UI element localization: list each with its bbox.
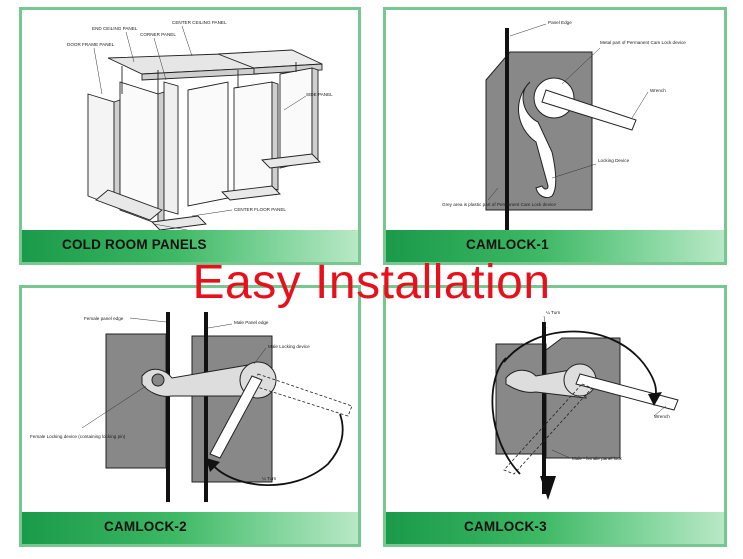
label-center-ceiling: CENTER CEILING PANEL: [172, 20, 227, 25]
label-male-female-lock: Male - female panel lock: [572, 456, 622, 461]
label-wrench: Wrench: [650, 88, 666, 93]
label-male-locking: Male Locking device: [268, 344, 310, 349]
label-corner-panel: CORNER PANEL: [140, 32, 176, 37]
label-quarter-turn: ¼ Turn: [546, 310, 561, 315]
camlock-3-diagram: ¼ Turn Wrench Male - female panel lock: [386, 288, 724, 544]
panel-title: CAMLOCK-2: [104, 519, 187, 534]
label-quarter-turn: ¼ Turn: [262, 476, 277, 481]
label-door-frame: DOOR FRAME PANEL: [67, 42, 115, 47]
panel-footer-bar: CAMLOCK-3: [386, 512, 724, 544]
label-female-locking: Female Locking device (containing lockin…: [30, 434, 126, 439]
cold-room-diagram: CENTER CEILING PANEL END CEILING PANEL C…: [22, 10, 358, 262]
label-end-ceiling: END CEILING PANEL: [92, 26, 138, 31]
label-female-edge: Female panel edge: [84, 316, 124, 321]
label-side-panel: SIDE PANEL: [306, 92, 333, 97]
panel-cold-room: CENTER CEILING PANEL END CEILING PANEL C…: [19, 7, 361, 265]
headline-easy-installation: Easy Installation: [0, 255, 743, 310]
panel-title: COLD ROOM PANELS: [62, 237, 207, 252]
camlock-2-diagram: Female panel edge Male Panel edge Male L…: [22, 288, 358, 544]
panel-title: CAMLOCK-3: [464, 519, 547, 534]
label-locking-device: Locking Device: [598, 158, 630, 163]
label-wrench: Wrench: [654, 414, 670, 419]
label-grey-area: Grey area is plastic part of Permanent C…: [442, 202, 556, 207]
label-metal-part: Metal part of Permanent Cam Lock device: [600, 40, 686, 45]
label-panel-edge: Panel Edge: [548, 20, 572, 25]
label-center-floor: CENTER FLOOR PANEL: [234, 207, 286, 212]
panel-camlock-1: Panel Edge Metal part of Permanent Cam L…: [383, 7, 727, 265]
panel-title: CAMLOCK-1: [466, 237, 549, 252]
panel-footer-bar: CAMLOCK-2: [22, 512, 358, 544]
panel-camlock-3: ¼ Turn Wrench Male - female panel lock C…: [383, 285, 727, 547]
panel-camlock-2: Female panel edge Male Panel edge Male L…: [19, 285, 361, 547]
label-male-edge: Male Panel edge: [234, 320, 269, 325]
camlock-1-diagram: Panel Edge Metal part of Permanent Cam L…: [386, 10, 724, 262]
